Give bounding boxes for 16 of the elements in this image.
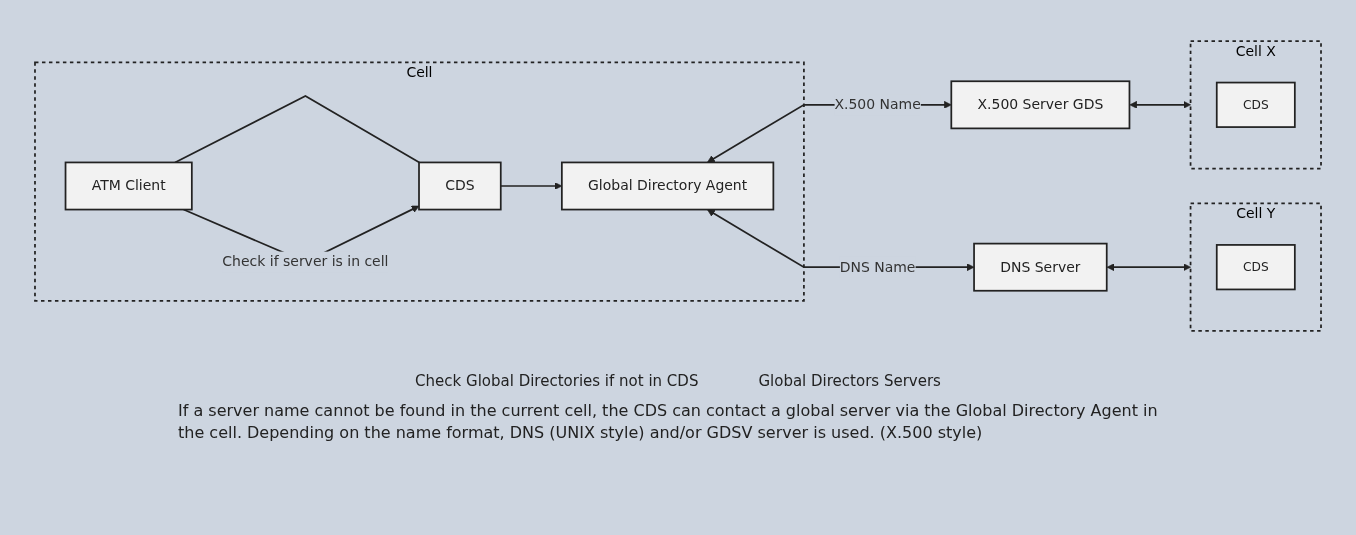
arrow xyxy=(1106,263,1191,271)
node-box: ATM Client xyxy=(64,161,193,211)
note-text: Global Directors Servers xyxy=(758,372,941,390)
node-box: CDS xyxy=(1215,81,1296,128)
note-text: Check Global Directories if not in CDS xyxy=(415,372,699,390)
node-box: CDS xyxy=(1215,244,1296,291)
node-box: CDS xyxy=(418,161,502,211)
node-box: X.500 Server GDS xyxy=(950,80,1131,130)
caption-text: If a server name cannot be found in the current cell, the CDS can contact a global server via the Global Directory Agent in the cell. Depending on the name format, DNS (UNIX style) and/or GDSV server is used. (X.500 style) xyxy=(178,400,1159,445)
arrow xyxy=(1129,101,1191,109)
node-box: Global Directory Agent xyxy=(561,161,775,211)
edge-label: DNS Name xyxy=(839,258,916,276)
edge-label: X.500 Name xyxy=(834,96,921,113)
node-box: DNS Server xyxy=(973,242,1108,292)
edge-label: Check if server is in cell xyxy=(222,253,389,270)
connector xyxy=(174,95,421,164)
